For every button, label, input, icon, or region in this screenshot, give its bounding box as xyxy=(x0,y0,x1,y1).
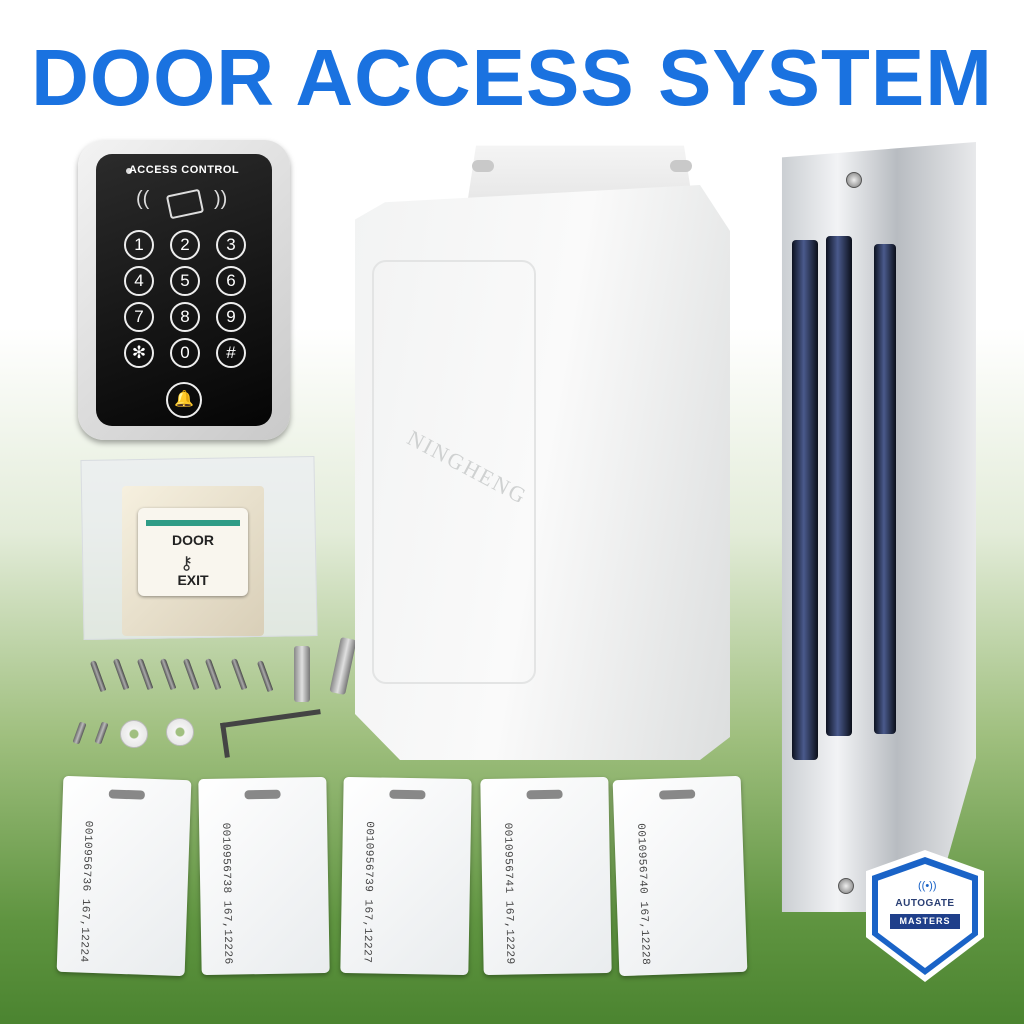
key-7[interactable]: 7 xyxy=(124,302,154,332)
washer xyxy=(120,720,148,748)
sleeve-nut xyxy=(294,646,310,702)
card-number: 0010956736 167,12224 xyxy=(76,820,94,963)
key-4[interactable]: 4 xyxy=(124,266,154,296)
mount-hole xyxy=(472,160,494,172)
mount-hole xyxy=(670,160,692,172)
pin xyxy=(94,721,109,745)
screw xyxy=(182,657,200,691)
rfid-card: 0010956740 167,12228 xyxy=(612,775,748,977)
card-slot xyxy=(244,789,281,800)
keypad-face: ACCESS CONTROL (( )) 1 2 3 4 5 6 7 8 9 ✻… xyxy=(96,154,272,426)
card-slot xyxy=(526,789,563,800)
key-hash[interactable]: # xyxy=(216,338,246,368)
key-3[interactable]: 3 xyxy=(216,230,246,260)
bolt xyxy=(329,636,357,696)
screw xyxy=(204,657,222,691)
card-number: 0010956738 167,12226 xyxy=(219,822,234,965)
wifi-icon: ((•)) xyxy=(918,880,937,892)
key-0[interactable]: 0 xyxy=(170,338,200,368)
rfid-card: 0010956736 167,12224 xyxy=(56,775,192,977)
power-box-rib xyxy=(372,260,536,684)
page-title: DOOR ACCESS SYSTEM xyxy=(31,33,993,122)
card-slot xyxy=(108,789,145,800)
key-9[interactable]: 9 xyxy=(216,302,246,332)
card-number: 0010956741 167,12229 xyxy=(501,822,516,965)
rfid-card: 0010956739 167,12227 xyxy=(340,776,472,976)
magnet-coil xyxy=(874,244,896,734)
rfid-wave-icon: )) xyxy=(214,188,228,210)
key-6[interactable]: 6 xyxy=(216,266,246,296)
magnet-coil xyxy=(826,236,852,736)
screw xyxy=(89,659,107,693)
screw-head xyxy=(838,878,854,894)
exit-label-door: DOOR xyxy=(172,532,214,548)
key-icon: ⚷ xyxy=(180,553,194,573)
card-slot xyxy=(389,789,426,800)
key-1[interactable]: 1 xyxy=(124,230,154,260)
washer xyxy=(166,718,194,746)
screw xyxy=(230,657,248,691)
screw-head xyxy=(846,172,862,188)
bell-icon[interactable]: 🔔 xyxy=(166,382,202,418)
logo-text-masters: MASTERS xyxy=(890,914,960,929)
screw xyxy=(112,657,130,691)
rfid-wave-icon: (( xyxy=(136,188,150,210)
screw xyxy=(159,657,177,691)
exit-label-exit: EXIT xyxy=(177,572,209,588)
key-2[interactable]: 2 xyxy=(170,230,200,260)
card-number: 0010956739 167,12227 xyxy=(360,821,375,964)
screw xyxy=(256,659,274,693)
magnet-coil xyxy=(792,240,818,760)
key-star[interactable]: ✻ xyxy=(124,338,154,368)
led-indicator xyxy=(126,168,132,174)
logo-text-autogate: AUTOGATE xyxy=(895,898,955,909)
hex-key xyxy=(220,709,325,758)
power-supply-box xyxy=(355,185,730,760)
rfid-card: 0010956741 167,12229 xyxy=(480,776,612,976)
key-8[interactable]: 8 xyxy=(170,302,200,332)
pin xyxy=(72,721,87,745)
card-slot xyxy=(659,789,696,800)
rfid-card-icon xyxy=(165,188,205,220)
card-number: 0010956740 167,12228 xyxy=(634,823,652,966)
rfid-card: 0010956738 167,12226 xyxy=(198,776,330,976)
keypad-label: ACCESS CONTROL xyxy=(128,164,240,176)
exit-indicator-bar xyxy=(146,520,240,526)
access-control-keypad: ACCESS CONTROL (( )) 1 2 3 4 5 6 7 8 9 ✻… xyxy=(78,140,290,440)
key-5[interactable]: 5 xyxy=(170,266,200,296)
screw xyxy=(136,657,154,691)
